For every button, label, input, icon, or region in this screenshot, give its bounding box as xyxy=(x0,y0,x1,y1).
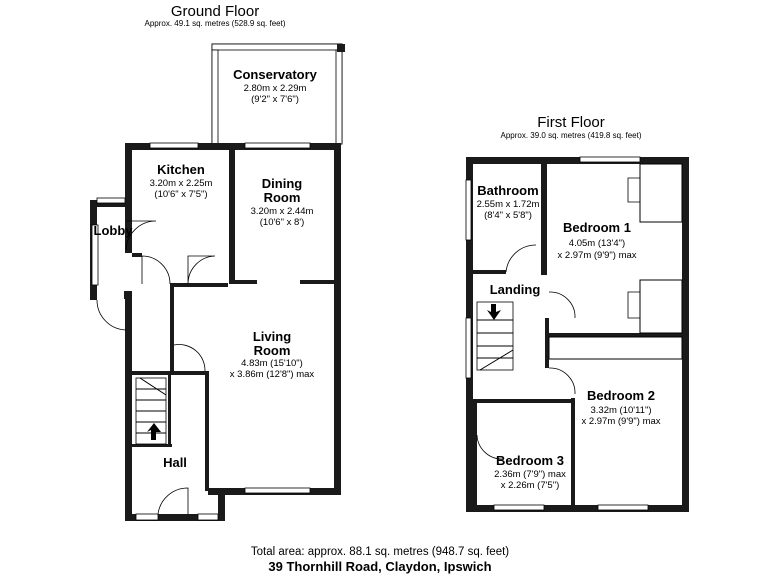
kitchen-dim-imperial: (10'6" x 7'5") xyxy=(154,189,207,200)
living-room-name-line1: Living xyxy=(253,329,291,344)
bedroom1-wardrobes xyxy=(627,163,683,334)
conservatory-dim-metric: 2.80m x 2.29m xyxy=(244,83,307,94)
first-floor-doors xyxy=(476,244,576,460)
total-area-text: Total area: approx. 88.1 sq. metres (948… xyxy=(251,546,509,558)
hall-name: Hall xyxy=(163,455,187,470)
landing-name: Landing xyxy=(490,282,541,297)
kitchen-label: Kitchen 3.20m x 2.25m (10'6" x 7'5") xyxy=(150,162,213,200)
ground-floor-doors xyxy=(141,255,216,515)
ground-floor-stairs xyxy=(135,377,167,445)
living-room-name-line2: Room xyxy=(254,343,291,358)
first-floor-area: Approx. 39.0 sq. metres (419.8 sq. feet) xyxy=(501,131,642,140)
bathroom-name: Bathroom xyxy=(477,183,538,198)
lobby-structure xyxy=(90,197,157,331)
bedroom3-label: Bedroom 3 2.36m (7'9") max x 2.26m (7'5"… xyxy=(494,453,566,491)
bedroom1-label: Bedroom 1 4.05m (13'4") x 2.97m (9'9") m… xyxy=(557,220,636,261)
conservatory-label: Conservatory 2.80m x 2.29m (9'2" x 7'6") xyxy=(233,67,318,105)
stairs-down-arrow-icon xyxy=(487,304,501,320)
ground-floor-area: Approx. 49.1 sq. metres (528.9 sq. feet) xyxy=(145,19,286,28)
conservatory-dim-imperial: (9'2" x 7'6") xyxy=(251,94,299,105)
dining-room-dim-imperial: (10'6" x 8') xyxy=(260,217,305,228)
ground-floor-title: Ground Floor xyxy=(171,3,259,20)
ground-floor-plan: Ground Floor Approx. 49.1 sq. metres (52… xyxy=(90,3,345,521)
bedroom2-dim-metric: 3.32m (10'11") xyxy=(591,405,652,416)
living-room-label: Living Room 4.83m (15'10") x 3.86m (12'8… xyxy=(230,329,315,380)
bedroom1-name: Bedroom 1 xyxy=(563,220,631,235)
ground-floor-windows xyxy=(135,142,311,521)
bedroom3-dim-imperial: x 2.26m (7'5") xyxy=(501,480,560,491)
bathroom-dim-metric: 2.55m x 1.72m xyxy=(477,199,540,210)
conservatory-name: Conservatory xyxy=(233,67,318,82)
dining-room-name-line2: Room xyxy=(264,190,301,205)
bedroom3-dim-metric: 2.36m (7'9") max xyxy=(494,469,566,480)
first-floor-windows xyxy=(465,156,672,511)
bathroom-label: Bathroom 2.55m x 1.72m (8'4" x 5'8") xyxy=(477,183,540,221)
kitchen-dim-metric: 3.20m x 2.25m xyxy=(150,178,213,189)
living-room-dim-metric: 4.83m (15'10") xyxy=(241,358,303,369)
bedroom2-name: Bedroom 2 xyxy=(587,388,655,403)
dining-room-name-line1: Dining xyxy=(262,176,302,191)
stairs-up-arrow-icon xyxy=(147,423,161,440)
first-floor-title: First Floor xyxy=(537,114,605,131)
kitchen-name: Kitchen xyxy=(157,162,205,177)
dining-room-label: Dining Room 3.20m x 2.44m (10'6" x 8') xyxy=(251,176,314,228)
property-address: 39 Thornhill Road, Claydon, Ipswich xyxy=(268,559,491,574)
bathroom-dim-imperial: (8'4" x 5'8") xyxy=(484,210,532,221)
dining-room-dim-metric: 3.20m x 2.44m xyxy=(251,206,314,217)
first-floor-stairs xyxy=(476,301,514,371)
living-room-dim-imperial: x 3.86m (12'8") max xyxy=(230,369,315,380)
conservatory-structure xyxy=(211,43,345,145)
bedroom1-dim-metric: 4.05m (13'4") xyxy=(569,238,625,249)
bedroom1-dim-imperial: x 2.97m (9'9") max xyxy=(557,250,636,261)
bedroom2-dim-imperial: x 2.97m (9'9") max xyxy=(581,416,660,427)
lobby-name: Lobby xyxy=(94,223,134,238)
first-floor-plan: First Floor Approx. 39.0 sq. metres (419… xyxy=(465,114,689,512)
bedroom3-name: Bedroom 3 xyxy=(496,453,564,468)
bedroom2-label: Bedroom 2 3.32m (10'11") x 2.97m (9'9") … xyxy=(581,388,660,427)
